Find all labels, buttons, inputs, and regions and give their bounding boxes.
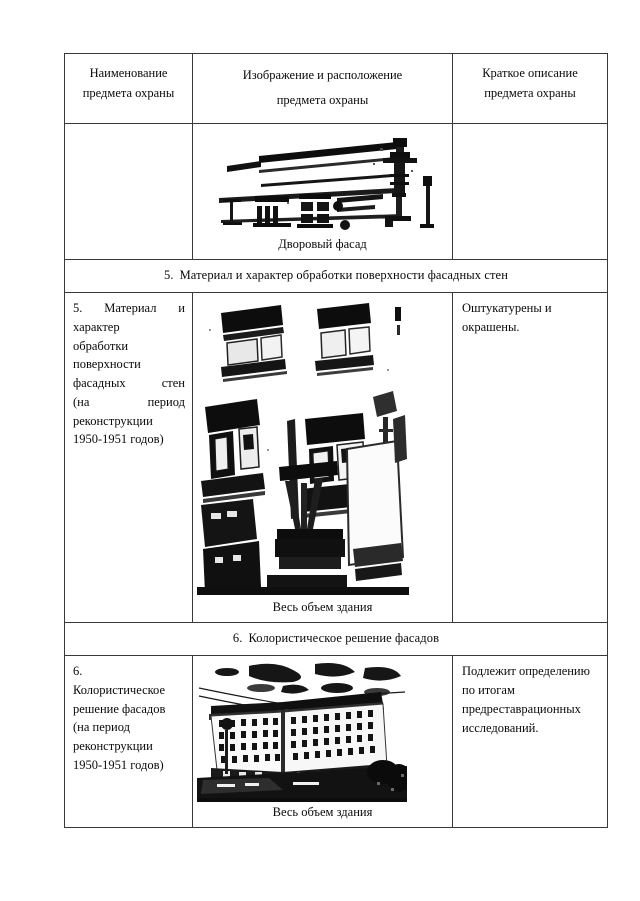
cell-image-material: Весь объем здания — [192, 292, 453, 623]
header-description-line1: Краткое описание — [482, 66, 578, 80]
table-header-row: Наименование предмета охраны Изображение… — [64, 53, 608, 124]
photo-building-overview — [197, 662, 448, 802]
protection-subject-table: Наименование предмета охраны Изображение… — [64, 53, 608, 828]
header-cell-name: Наименование предмета охраны — [64, 53, 193, 124]
cell-description-color: Подлежит определению по итогам предреста… — [452, 655, 608, 828]
caption-courtyard-facade: Дворовый фасад — [278, 237, 367, 251]
caption-material-photo: Весь объем здания — [272, 600, 373, 614]
header-cell-image: Изображение и расположение предмета охра… — [192, 53, 453, 124]
section-header-5: 5. Материал и характер обработки поверхно… — [64, 259, 608, 293]
table-row: Дворовый фасад — [64, 123, 608, 260]
name-line: 1950-1951 годов) — [73, 757, 164, 772]
name-line: решение фасадов — [73, 701, 166, 716]
name-line: 6. — [73, 664, 83, 678]
section-title-6: Колористическое решение фасадов — [248, 631, 440, 645]
name-line: фасадных стен — [73, 376, 185, 390]
cell-image-courtyard: Дворовый фасад — [192, 123, 453, 260]
table-row: 6. Колористическое решение фасадов (на п… — [64, 655, 608, 828]
name-line: реконструкции — [73, 739, 153, 753]
name-line: характер — [73, 319, 120, 334]
section-row-5: 5. Материал и характер обработки поверхно… — [64, 259, 608, 293]
name-line: 1950-1951 годов) — [73, 432, 164, 447]
cell-description-material: Оштукатурены и окрашены. — [452, 292, 608, 623]
section-number-6: 6. — [232, 631, 243, 645]
name-line: реконструкции — [73, 413, 153, 428]
caption-color-photo: Весь объем здания — [272, 805, 373, 819]
cell-name-courtyard — [64, 123, 193, 260]
cell-name-color: 6. Колористическое решение фасадов (на п… — [64, 655, 193, 828]
cell-image-color: Весь объем здания — [192, 655, 453, 828]
header-description-line2: предмета охраны — [484, 86, 576, 101]
photo-facade-windows — [197, 299, 448, 597]
section-title-5: Материал и характер обработки поверхност… — [179, 268, 508, 282]
name-line: (на период — [73, 720, 130, 735]
photo-courtyard-facade — [197, 130, 448, 234]
section-row-6: 6. Колористическое решение фасадов — [64, 622, 608, 656]
table-row: 5. Материал и характер обработки поверхн… — [64, 292, 608, 623]
cell-description-courtyard — [452, 123, 608, 260]
name-line: Колористическое — [73, 682, 166, 697]
header-cell-description: Краткое описание предмета охраны — [452, 53, 608, 124]
name-line: 5. Материал и — [73, 301, 185, 315]
cell-name-material: 5. Материал и характер обработки поверхн… — [64, 292, 193, 623]
header-name-line1: Наименование — [89, 66, 168, 80]
header-image-line1: Изображение и расположение — [242, 68, 403, 82]
name-line: обработки — [73, 338, 129, 353]
name-line: (на период — [73, 394, 185, 409]
name-line: поверхности — [73, 357, 141, 372]
header-image-line2: предмета охраны — [276, 93, 369, 107]
section-header-6: 6. Колористическое решение фасадов — [64, 622, 608, 656]
section-number-5: 5. — [164, 268, 174, 282]
header-name-line2: предмета охраны — [82, 86, 175, 101]
